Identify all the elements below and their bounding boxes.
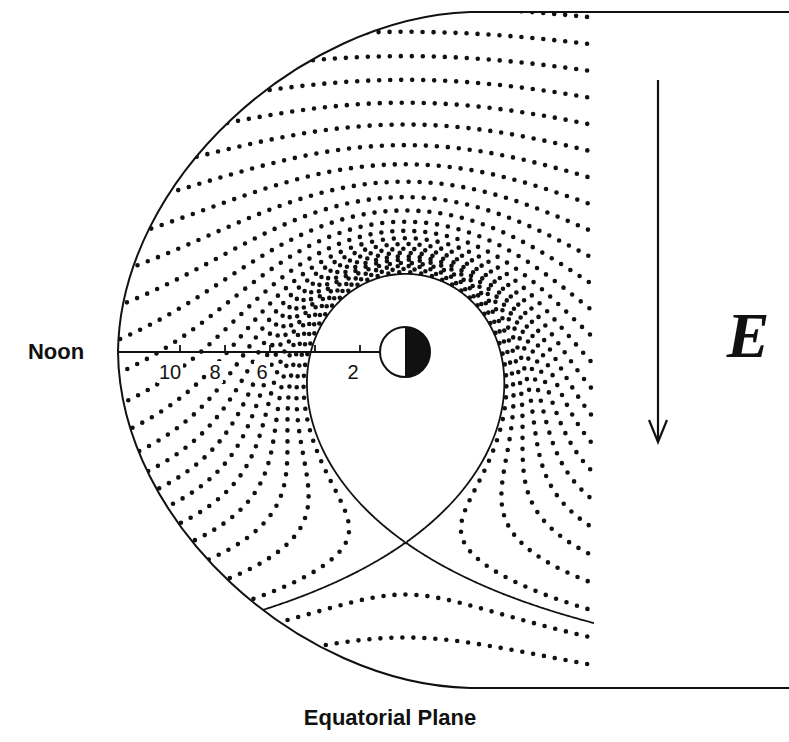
scale-tick (179, 345, 181, 352)
streamline-dots (104, 164, 598, 243)
streamline-dots (104, 231, 598, 411)
streamline-dots (104, 56, 598, 88)
field-arrow (649, 80, 667, 442)
scale-axis (118, 351, 380, 353)
streamline-dots (104, 595, 598, 660)
convection-streamlines (104, 7, 598, 683)
magnetopause (118, 12, 789, 688)
scale-tick (359, 345, 361, 352)
streamline-dots (104, 103, 598, 148)
arrow-head (649, 420, 667, 442)
streamline-dots (104, 7, 598, 30)
streamline-dots (104, 244, 598, 466)
earth-symbol (380, 327, 430, 377)
distance-number: 2 (345, 361, 360, 383)
earth-disc (380, 327, 430, 377)
streamline-dots (104, 266, 598, 592)
separatrix (100, 274, 604, 742)
caption-text: Equatorial Plane (302, 706, 478, 730)
field-symbol: E (725, 303, 772, 369)
streamline-dots (104, 197, 598, 311)
streamline-dots (105, 269, 598, 614)
streamline-dots (104, 272, 598, 636)
distance-number: 10 (157, 361, 183, 383)
earth-night-side (405, 327, 430, 377)
distance-scale (118, 345, 380, 352)
noon-label: Noon (26, 340, 86, 364)
scale-tick (269, 345, 271, 352)
distance-number: 8 (207, 361, 222, 383)
streamline-dots (105, 32, 598, 59)
streamline-dots (104, 256, 598, 531)
streamline-dots (105, 238, 598, 440)
arrow-shaft (657, 80, 659, 440)
distance-number: 6 (254, 361, 269, 383)
scale-tick (314, 345, 316, 352)
separatrix-line (100, 274, 604, 742)
scale-tick (224, 345, 226, 352)
streamline-dots (104, 125, 598, 180)
